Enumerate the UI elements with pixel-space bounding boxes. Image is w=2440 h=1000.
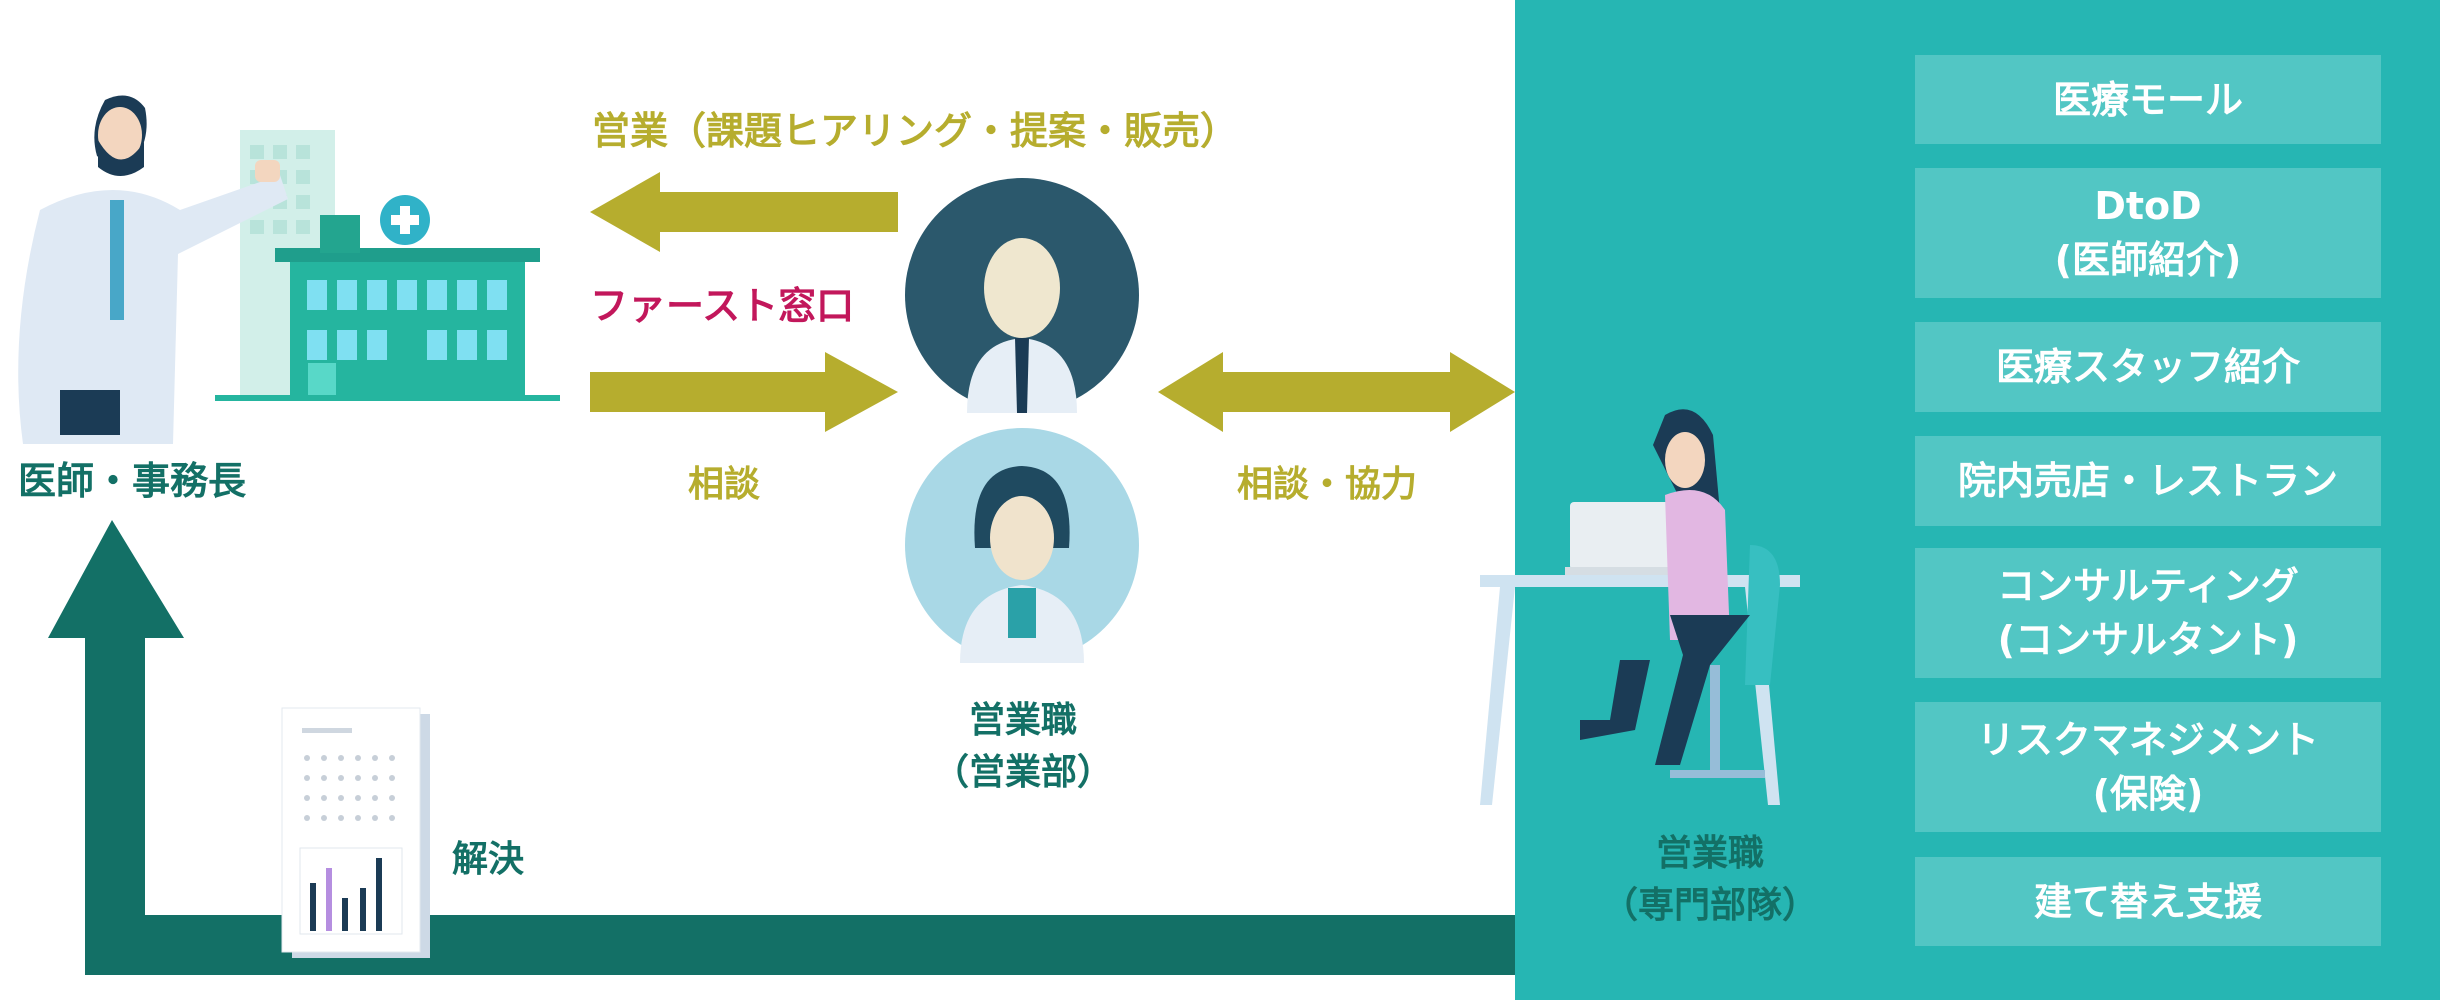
service-medical-mall: 医療モール <box>1915 55 2381 144</box>
service-medical-staff: 医療スタッフ紹介 <box>1915 322 2381 412</box>
service-dtod: DtoD (医師紹介) <box>1915 168 2381 298</box>
service-store-restaurant: 院内売店・レストラン <box>1915 436 2381 526</box>
sales-arrow-left <box>590 172 898 252</box>
sales-label: 営業（課題ヒアリング・提案・販売） <box>592 109 1239 153</box>
resolve-label: 解決 <box>452 839 525 880</box>
female-staff-avatar <box>905 428 1139 663</box>
service-rebuilding: 建て替え支援 <box>1915 857 2381 946</box>
doctor-admin-label: 医師・事務長 <box>18 459 247 503</box>
sales-dept-label: 営業職 （営業部） <box>932 700 1113 793</box>
service-risk-management: リスクマネジメント (保険) <box>1915 702 2381 832</box>
specialist-worker-figure <box>1480 409 1800 805</box>
consult-cooperate-arrow <box>1158 352 1515 432</box>
hospital-icon <box>215 130 560 401</box>
doctor-figure <box>18 95 288 444</box>
service-consulting: コンサルティング (コンサルタント) <box>1915 548 2381 678</box>
consult-label: 相談 <box>688 464 761 505</box>
specialist-team-label: 営業職 （専門部隊） <box>1601 833 1818 926</box>
first-contact-label: ファースト窓口 <box>590 284 855 328</box>
consult-arrow-right <box>590 352 898 432</box>
consult-cooperate-label: 相談・協力 <box>1237 464 1418 505</box>
report-document-icon <box>281 707 430 958</box>
male-staff-avatar <box>905 178 1139 413</box>
